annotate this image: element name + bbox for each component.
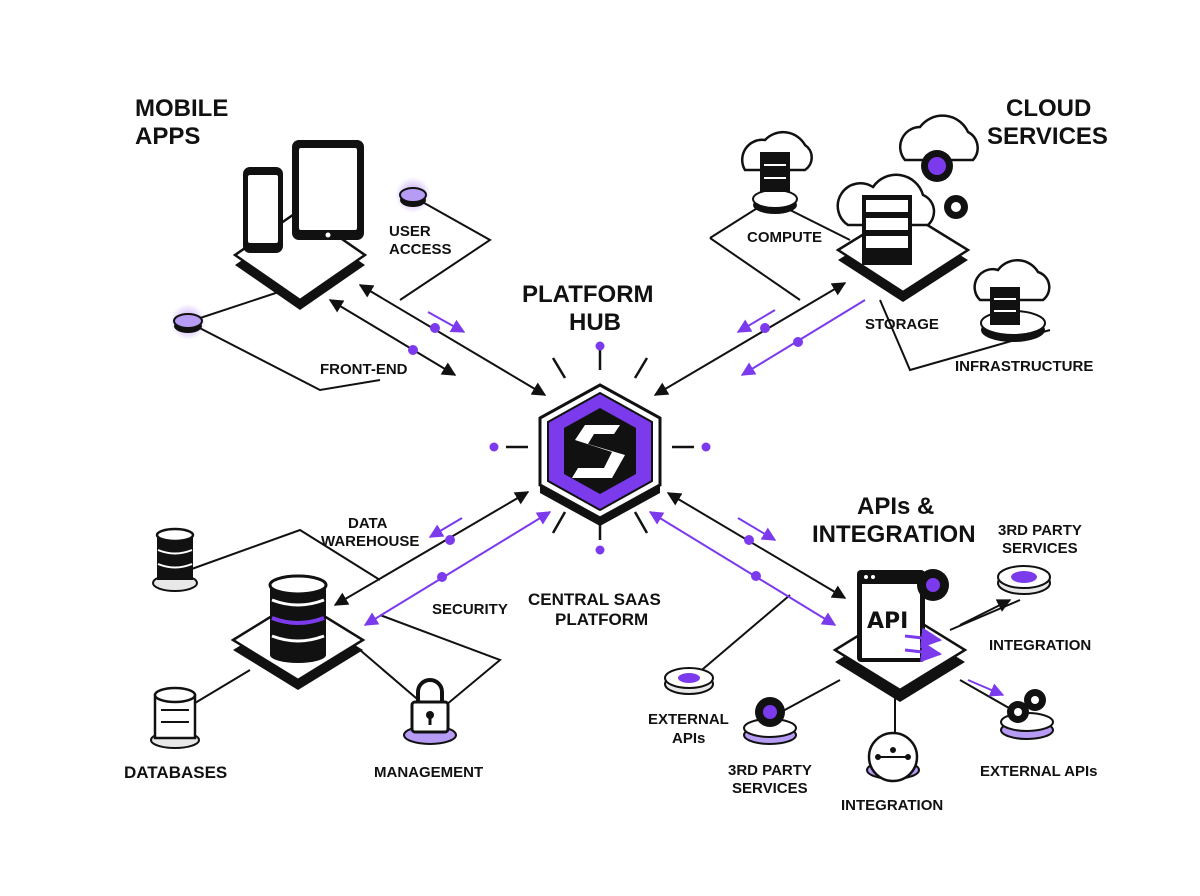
user-access-label-line1: USER: [389, 223, 431, 240]
third-party-top-label-line2: SERVICES: [1002, 540, 1078, 557]
s-logo-icon: [572, 425, 625, 478]
third-party-top-label-line1: 3RD PARTY: [998, 522, 1082, 539]
third-party-bottom-gear-icon: [743, 697, 797, 745]
front-end-node-icon: [170, 304, 206, 340]
front-end-label: FRONT-END: [320, 361, 408, 378]
cloud-title-line2: SERVICES: [987, 123, 1108, 150]
arrow-dots: [408, 323, 803, 582]
security-label: SECURITY: [432, 601, 508, 618]
compute-cloud-icon: [740, 130, 813, 214]
cloud-title-line1: CLOUD: [1006, 95, 1091, 122]
third-party-bottom-label-line1: 3RD PARTY: [728, 762, 812, 779]
cloud-services-group: CLOUD SERVICES COMPUTE STORAGE INFRASTRU…: [740, 95, 1108, 375]
external-apis-left-label-line1: EXTERNAL: [648, 711, 729, 728]
external-apis-right-label: EXTERNAL APIs: [980, 763, 1098, 780]
apis-group: API: [648, 493, 1098, 814]
main-arrows: [328, 282, 1012, 697]
central-label-line1: CENTRAL SAAS: [528, 590, 661, 609]
tablet-icon: [292, 140, 364, 240]
mobile-title-line1: MOBILE: [135, 95, 228, 122]
external-api-left-node-icon: [664, 667, 714, 695]
infrastructure-cloud-icon: [973, 258, 1051, 342]
hub-title-line1: PLATFORM: [522, 281, 654, 308]
user-access-label-line2: ACCESS: [389, 241, 452, 258]
third-party-top-node-icon: [997, 565, 1051, 595]
apis-title-line1: APIs &: [857, 493, 934, 520]
data-group: DATA WAREHOUSE SECURITY DATABASES MANAGE…: [124, 515, 508, 782]
hub-title-line2: HUB: [569, 309, 621, 336]
infrastructure-label: INFRASTRUCTURE: [955, 358, 1093, 375]
management-label: MANAGEMENT: [374, 764, 483, 781]
user-access-node-icon: [395, 177, 431, 213]
phone-icon: [243, 167, 283, 253]
databases-label: DATABASES: [124, 763, 227, 782]
api-window-label: API: [867, 609, 908, 634]
data-warehouse-label-line1: DATA: [348, 515, 388, 532]
third-party-bottom-label-line2: SERVICES: [732, 780, 808, 797]
external-api-right-gears-icon: [1000, 689, 1054, 740]
database-small-top-icon: [152, 527, 198, 592]
storage-cloud-icon: [836, 173, 936, 265]
integration-bottom-label: INTEGRATION: [841, 797, 943, 814]
integration-right-label: INTEGRATION: [989, 637, 1091, 654]
lock-icon: [403, 678, 457, 745]
mobile-apps-group: MOBILE APPS USER ACCESS FRONT-END: [135, 95, 452, 378]
platform-hub: [489, 341, 711, 555]
api-window-icon: API: [857, 570, 943, 663]
compute-label: COMPUTE: [747, 229, 822, 246]
data-warehouse-label-line2: WAREHOUSE: [321, 533, 419, 550]
integration-node-icon: [866, 731, 920, 783]
mobile-title-line2: APPS: [135, 123, 200, 150]
apis-title-line2: INTEGRATION: [812, 521, 976, 548]
database-small-bottom-icon: [150, 686, 200, 749]
gear-cloud-icon: [898, 114, 979, 219]
main-database-icon: [268, 574, 328, 663]
api-gear-icon: [917, 569, 949, 601]
storage-label: STORAGE: [865, 316, 939, 333]
external-apis-left-label-line2: APIs: [672, 730, 705, 747]
central-label-line2: PLATFORM: [555, 610, 648, 629]
